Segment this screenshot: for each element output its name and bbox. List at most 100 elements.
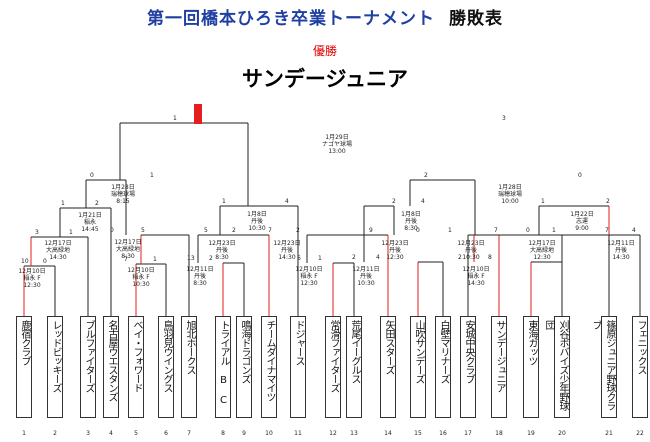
team-box: 名古屋ウエスタンズ [103, 316, 119, 418]
team-name: 安城中央クラブ [463, 320, 474, 383]
match-score: 1 [150, 172, 154, 179]
team-box: 白壁マリナーズ [435, 316, 451, 418]
team-box: 篠原ジュニア野球クラブ [590, 316, 617, 418]
team-number: 12 [329, 430, 337, 437]
match-score: 13 [187, 255, 195, 262]
team-name: レッドビッキーズ [50, 320, 61, 392]
match-info-line: 12月17日 [114, 239, 142, 246]
team-box: フェニックス [632, 316, 648, 418]
match-score: 2 [606, 198, 610, 205]
team-box: 常滑ファイターズ [325, 316, 341, 418]
match-info-line: 12月10日 [462, 266, 490, 273]
team-number: 11 [294, 430, 302, 437]
match-score: 1 [61, 200, 65, 207]
match-info-line: 12:30 [386, 254, 404, 261]
match-info-line: 12月11日 [607, 240, 635, 247]
team-number: 10 [265, 430, 273, 437]
team-box: ドジャース [290, 316, 306, 418]
match-info-line: 12月23日 [208, 240, 236, 247]
team-number: 2 [53, 430, 57, 437]
match-score: 4 [376, 254, 380, 261]
match-info-line: 14:45 [81, 226, 99, 233]
match-info-line: 12月23日 [457, 240, 485, 247]
team-number: 17 [464, 430, 472, 437]
match-info-line: 12:30 [23, 282, 41, 289]
match-info-line: 12月11日 [186, 266, 214, 273]
team-name: ドジャース [293, 320, 304, 365]
team-box: 矢田スターズ [380, 316, 396, 418]
match-score: 2 [209, 255, 213, 262]
team-number: 5 [134, 430, 138, 437]
team-name: 刈谷ボバイズ少年野球団 [543, 320, 568, 410]
team-number: 15 [414, 430, 422, 437]
team-name: 常滑ファイターズ [328, 320, 339, 392]
match-info-line: 大高緑地 [115, 246, 140, 253]
team-name: 矢田スターズ [383, 320, 394, 374]
match-score: 6 [297, 255, 301, 262]
match-score: 7 [605, 227, 609, 234]
match-score: 5 [141, 227, 145, 234]
team-name: 篠原ジュニア野球クラブ [590, 320, 615, 410]
team-number: 21 [605, 430, 613, 437]
team-name: 荒尾イーグルス [349, 320, 360, 383]
team-name: 鳴海ドラゴンズ [239, 320, 250, 383]
champion-name: サンデージュニア [241, 67, 409, 91]
match-info-line: 稲永 F [23, 275, 41, 282]
match-info-line: 12月10日 [295, 266, 323, 273]
match-info-line: 稲永 F [300, 273, 318, 280]
match-info-line: 丹後 [388, 247, 401, 254]
team-box: チームダイナマイツ [261, 316, 277, 418]
match-info-line: 10:00 [501, 198, 519, 205]
team-number: 19 [527, 430, 535, 437]
team-box: 刈谷ボバイズ少年野球団 [543, 316, 570, 418]
match-info-line: 丹後 [464, 247, 477, 254]
match-info-line: 12月10日 [127, 267, 155, 274]
match-info-line: 12:30 [533, 254, 551, 261]
match-info-line: 12:30 [300, 280, 318, 287]
match-info-line: 1月8日 [247, 211, 267, 218]
match-score: 1 [448, 227, 452, 234]
team-name: トライアル B C [218, 320, 229, 405]
match-info-line: 稲永 [83, 219, 96, 226]
match-info-line: 稲永 F [132, 274, 150, 281]
match-info-line: 10:30 [357, 280, 375, 287]
match-info-line: 1月21日 [78, 212, 102, 219]
match-score: 9 [369, 227, 373, 234]
team-box: レッドビッキーズ [47, 316, 63, 418]
match-info-line: ナゴヤ球場 [321, 141, 352, 148]
match-info-line: 8:30 [121, 253, 135, 260]
match-score: 1 [552, 227, 556, 234]
match-info-line: 10:30 [132, 281, 150, 288]
team-box: 鳴海ドラゴンズ [236, 316, 252, 418]
team-number: 1 [22, 430, 26, 437]
match-info-line: 丹後 [404, 218, 417, 225]
team-name: ブルファイターズ [83, 320, 94, 392]
team-box: ブルファイターズ [80, 316, 96, 418]
match-info-line: 瑞穂球場 [497, 191, 522, 198]
match-score: 0 [526, 227, 530, 234]
team-box: サンデージュニア [491, 316, 507, 418]
match-score: 0 [110, 227, 114, 234]
team-number: 20 [558, 430, 566, 437]
team-box: 荒尾イーグルス [346, 316, 362, 418]
team-name: 鹿宿クラブ [19, 320, 30, 365]
match-info-line: 瑞穂球場 [110, 191, 135, 198]
team-box: 安城中央クラブ [460, 316, 476, 418]
match-score: 2 [296, 227, 300, 234]
team-box: 鹿宿クラブ [16, 316, 32, 418]
match-score: 1 [318, 255, 322, 262]
match-info-line: 14:30 [467, 280, 485, 287]
match-info-line: 丹後 [193, 273, 206, 280]
